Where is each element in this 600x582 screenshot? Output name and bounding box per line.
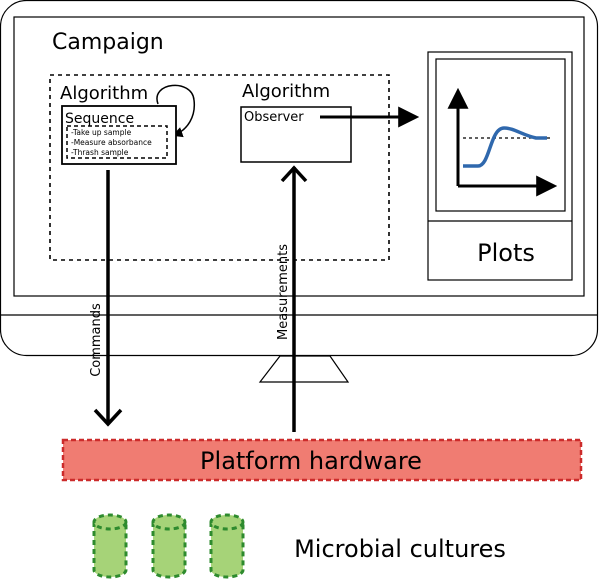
observer-label: Observer bbox=[244, 110, 304, 125]
culture-tube-1 bbox=[92, 513, 128, 579]
measurements-arrowhead bbox=[280, 165, 308, 183]
plot-frame bbox=[435, 58, 566, 212]
sequence-box bbox=[61, 105, 177, 165]
algorithm-container bbox=[49, 74, 390, 261]
sequence-steps-box bbox=[66, 125, 168, 159]
commands-arrowhead bbox=[93, 408, 123, 427]
campaign-label: Campaign bbox=[52, 30, 164, 55]
plots-label: Plots bbox=[477, 239, 535, 267]
culture-tube-2 bbox=[151, 513, 187, 579]
sequence-loop-arrow bbox=[156, 84, 196, 138]
measurements-label: Measurements bbox=[276, 244, 291, 340]
sequence-label: Sequence bbox=[65, 111, 134, 127]
sequence-step-3: -Thrash sample bbox=[71, 148, 129, 157]
sequence-step-2: -Measure absorbance bbox=[71, 138, 152, 147]
plot-curve bbox=[463, 126, 547, 168]
monitor-stand bbox=[258, 355, 350, 383]
culture-tube-3 bbox=[209, 513, 245, 579]
platform-hardware-box bbox=[61, 438, 583, 482]
algorithm-left-label: Algorithm bbox=[60, 83, 148, 104]
algorithm-right-label: Algorithm bbox=[242, 81, 330, 102]
platform-hardware-label: Platform hardware bbox=[200, 447, 422, 475]
commands-label: Commands bbox=[89, 303, 104, 377]
microbial-cultures-label: Microbial cultures bbox=[294, 535, 506, 563]
sequence-step-1: -Take up sample bbox=[71, 128, 132, 137]
